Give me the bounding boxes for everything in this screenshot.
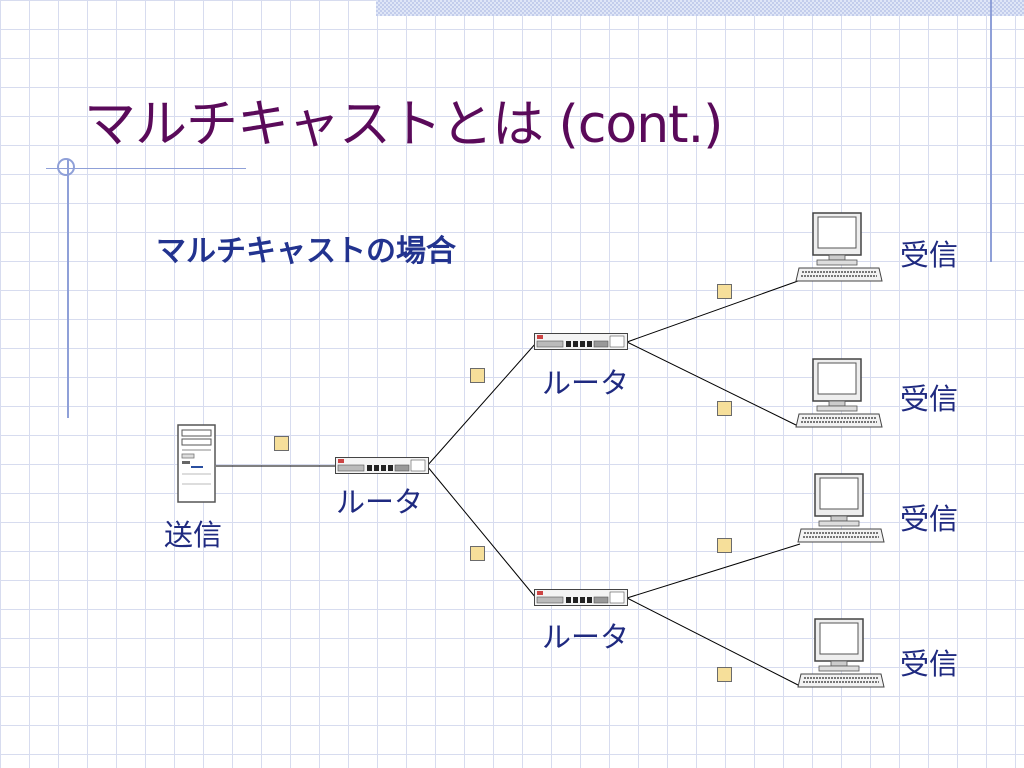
router-icon (534, 333, 628, 350)
right-decor-line (990, 0, 992, 262)
corner-circle-decor (57, 158, 75, 176)
link-router2-pc1 (626, 280, 799, 343)
router-label: ルータ (336, 485, 424, 519)
router-label: ルータ (542, 366, 630, 400)
sender-label: 送信 (164, 518, 223, 552)
packet-icon (717, 667, 732, 682)
router-icon (335, 457, 429, 474)
link-router1-router2 (426, 342, 537, 467)
top-decor-band (376, 0, 1024, 16)
router-icon (534, 589, 628, 606)
slide-title: マルチキャストとは (cont.) (84, 95, 723, 155)
link-router2-pc2 (626, 341, 799, 427)
diagram-subtitle: マルチキャストの場合 (156, 234, 456, 269)
computer-icon (797, 618, 885, 688)
computer-icon (795, 358, 883, 428)
receiver-label: 受信 (900, 382, 959, 416)
server-icon (177, 424, 216, 503)
title-underline (46, 168, 246, 169)
packet-icon (470, 368, 485, 383)
link-router1-router3 (426, 465, 537, 599)
router-label: ルータ (542, 620, 630, 654)
packet-icon (717, 401, 732, 416)
left-decor-line (67, 160, 69, 418)
link-router3-pc3 (626, 543, 801, 599)
receiver-label: 受信 (900, 238, 959, 272)
receiver-label: 受信 (900, 502, 959, 536)
packet-icon (717, 538, 732, 553)
computer-icon (795, 212, 883, 282)
computer-icon (797, 473, 885, 543)
receiver-label: 受信 (900, 647, 959, 681)
packet-icon (470, 546, 485, 561)
link-router3-pc4 (626, 597, 801, 687)
packet-icon (717, 284, 732, 299)
packet-icon (274, 436, 289, 451)
